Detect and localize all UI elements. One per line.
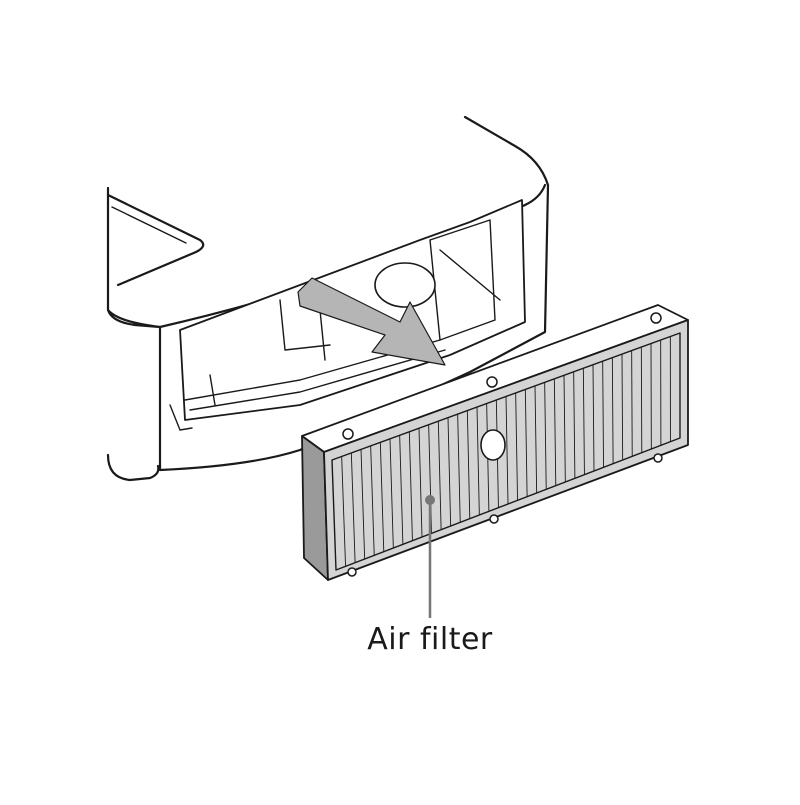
filter-tab bbox=[651, 313, 661, 323]
filter-hole bbox=[481, 430, 505, 460]
filter-tab bbox=[654, 454, 662, 462]
air-filter-label: Air filter bbox=[330, 622, 530, 657]
filter-tab bbox=[343, 429, 353, 439]
fan-housing bbox=[375, 263, 435, 307]
filter-tab bbox=[348, 568, 356, 576]
filter-tab bbox=[490, 515, 498, 523]
projector-foot bbox=[108, 455, 158, 480]
filter-tab bbox=[487, 377, 497, 387]
filter-pleat bbox=[632, 351, 633, 457]
